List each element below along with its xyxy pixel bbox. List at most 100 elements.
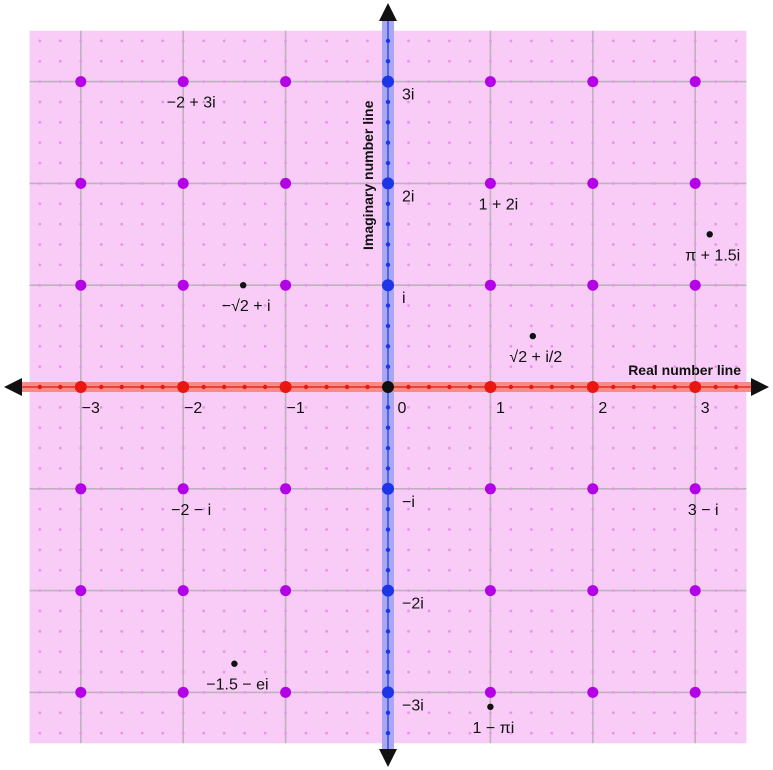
- minor-dot: [489, 446, 492, 450]
- real-axis-dot: [99, 384, 104, 390]
- minor-dot: [120, 589, 124, 592]
- minor-dot: [448, 405, 451, 409]
- minor-dot: [407, 161, 410, 165]
- minor-dot: [529, 182, 533, 185]
- minor-dot: [38, 609, 42, 613]
- minor-dot: [591, 39, 595, 43]
- minor-dot: [427, 161, 431, 165]
- special-points: [231, 231, 713, 711]
- minor-dot: [550, 100, 554, 104]
- minor-dot: [366, 39, 369, 43]
- special-point: [239, 282, 247, 289]
- minor-dot: [714, 344, 718, 348]
- minor-dot: [407, 446, 410, 450]
- minor-dot: [734, 487, 738, 491]
- minor-dot: [550, 691, 554, 694]
- minor-dot: [99, 609, 103, 613]
- minor-dot: [734, 283, 738, 287]
- minor-dot: [366, 629, 369, 633]
- minor-dot: [161, 304, 165, 307]
- minor-dot: [79, 650, 83, 654]
- minor-dot: [304, 507, 308, 511]
- minor-dot: [632, 59, 636, 63]
- minor-dot: [222, 161, 226, 165]
- minor-dot: [468, 120, 472, 124]
- minor-dot: [222, 304, 226, 307]
- minor-dot: [38, 691, 42, 694]
- real-axis-dot: [406, 384, 411, 390]
- imaginary-axis-dot: [385, 506, 391, 512]
- minor-dot: [120, 405, 124, 409]
- minor-dot: [345, 670, 349, 674]
- minor-dot: [550, 59, 554, 63]
- minor-dot: [407, 80, 410, 83]
- minor-dot: [79, 39, 83, 43]
- minor-dot: [58, 263, 62, 267]
- minor-dot: [222, 120, 226, 124]
- minor-dot: [550, 283, 554, 287]
- minor-dot: [632, 426, 636, 430]
- minor-dot: [345, 405, 349, 409]
- minor-dot: [570, 344, 574, 348]
- minor-dot: [120, 344, 124, 348]
- minor-dot: [673, 405, 677, 409]
- minor-dot: [550, 548, 554, 552]
- minor-dot: [448, 39, 451, 43]
- minor-dot: [366, 467, 369, 470]
- minor-dot: [611, 344, 615, 348]
- minor-dot: [468, 446, 472, 450]
- minor-dot: [693, 100, 697, 104]
- minor-dot: [140, 222, 144, 226]
- minor-dot: [325, 487, 328, 491]
- minor-dot: [734, 161, 738, 165]
- minor-dot: [202, 182, 206, 185]
- minor-dot: [652, 59, 656, 63]
- minor-dot: [611, 446, 615, 450]
- minor-dot: [202, 528, 206, 531]
- minor-dot: [366, 589, 369, 592]
- minor-dot: [58, 711, 62, 715]
- minor-dot: [509, 467, 513, 470]
- minor-dot: [263, 691, 267, 694]
- imaginary-axis-dot: [385, 160, 391, 166]
- minor-dot: [407, 120, 410, 124]
- minor-dot: [38, 344, 42, 348]
- minor-dot: [673, 446, 677, 450]
- minor-dot: [529, 711, 533, 715]
- minor-dot: [529, 548, 533, 552]
- minor-dot: [693, 161, 697, 165]
- minor-dot: [366, 263, 369, 267]
- minor-dot: [120, 731, 124, 735]
- minor-dot: [38, 711, 42, 715]
- real-axis-dot: [426, 384, 432, 390]
- minor-dot: [345, 304, 349, 307]
- minor-dot: [427, 100, 431, 104]
- minor-dot: [427, 39, 431, 43]
- minor-dot: [79, 405, 83, 409]
- minor-dot: [202, 365, 206, 369]
- minor-dot: [345, 39, 349, 43]
- minor-dot: [693, 263, 697, 267]
- minor-dot: [693, 222, 697, 226]
- minor-dot: [407, 528, 410, 531]
- minor-dot: [591, 467, 595, 470]
- real-axis-dot: [140, 384, 145, 390]
- real-axis-dot: [529, 384, 534, 390]
- minor-dot: [325, 446, 328, 450]
- minor-dot: [734, 80, 738, 83]
- minor-dot: [366, 222, 369, 226]
- minor-dot: [591, 324, 595, 328]
- minor-dot: [550, 120, 554, 124]
- minor-dot: [345, 202, 349, 206]
- minor-dot: [550, 446, 554, 450]
- minor-dot: [407, 629, 410, 633]
- minor-dot: [243, 80, 247, 83]
- minor-dot: [591, 161, 595, 165]
- minor-dot: [263, 711, 267, 715]
- minor-dot: [58, 405, 62, 409]
- minor-dot: [38, 263, 42, 267]
- minor-dot: [529, 120, 533, 124]
- minor-dot: [222, 80, 226, 83]
- minor-dot: [284, 629, 287, 633]
- minor-dot: [714, 59, 718, 63]
